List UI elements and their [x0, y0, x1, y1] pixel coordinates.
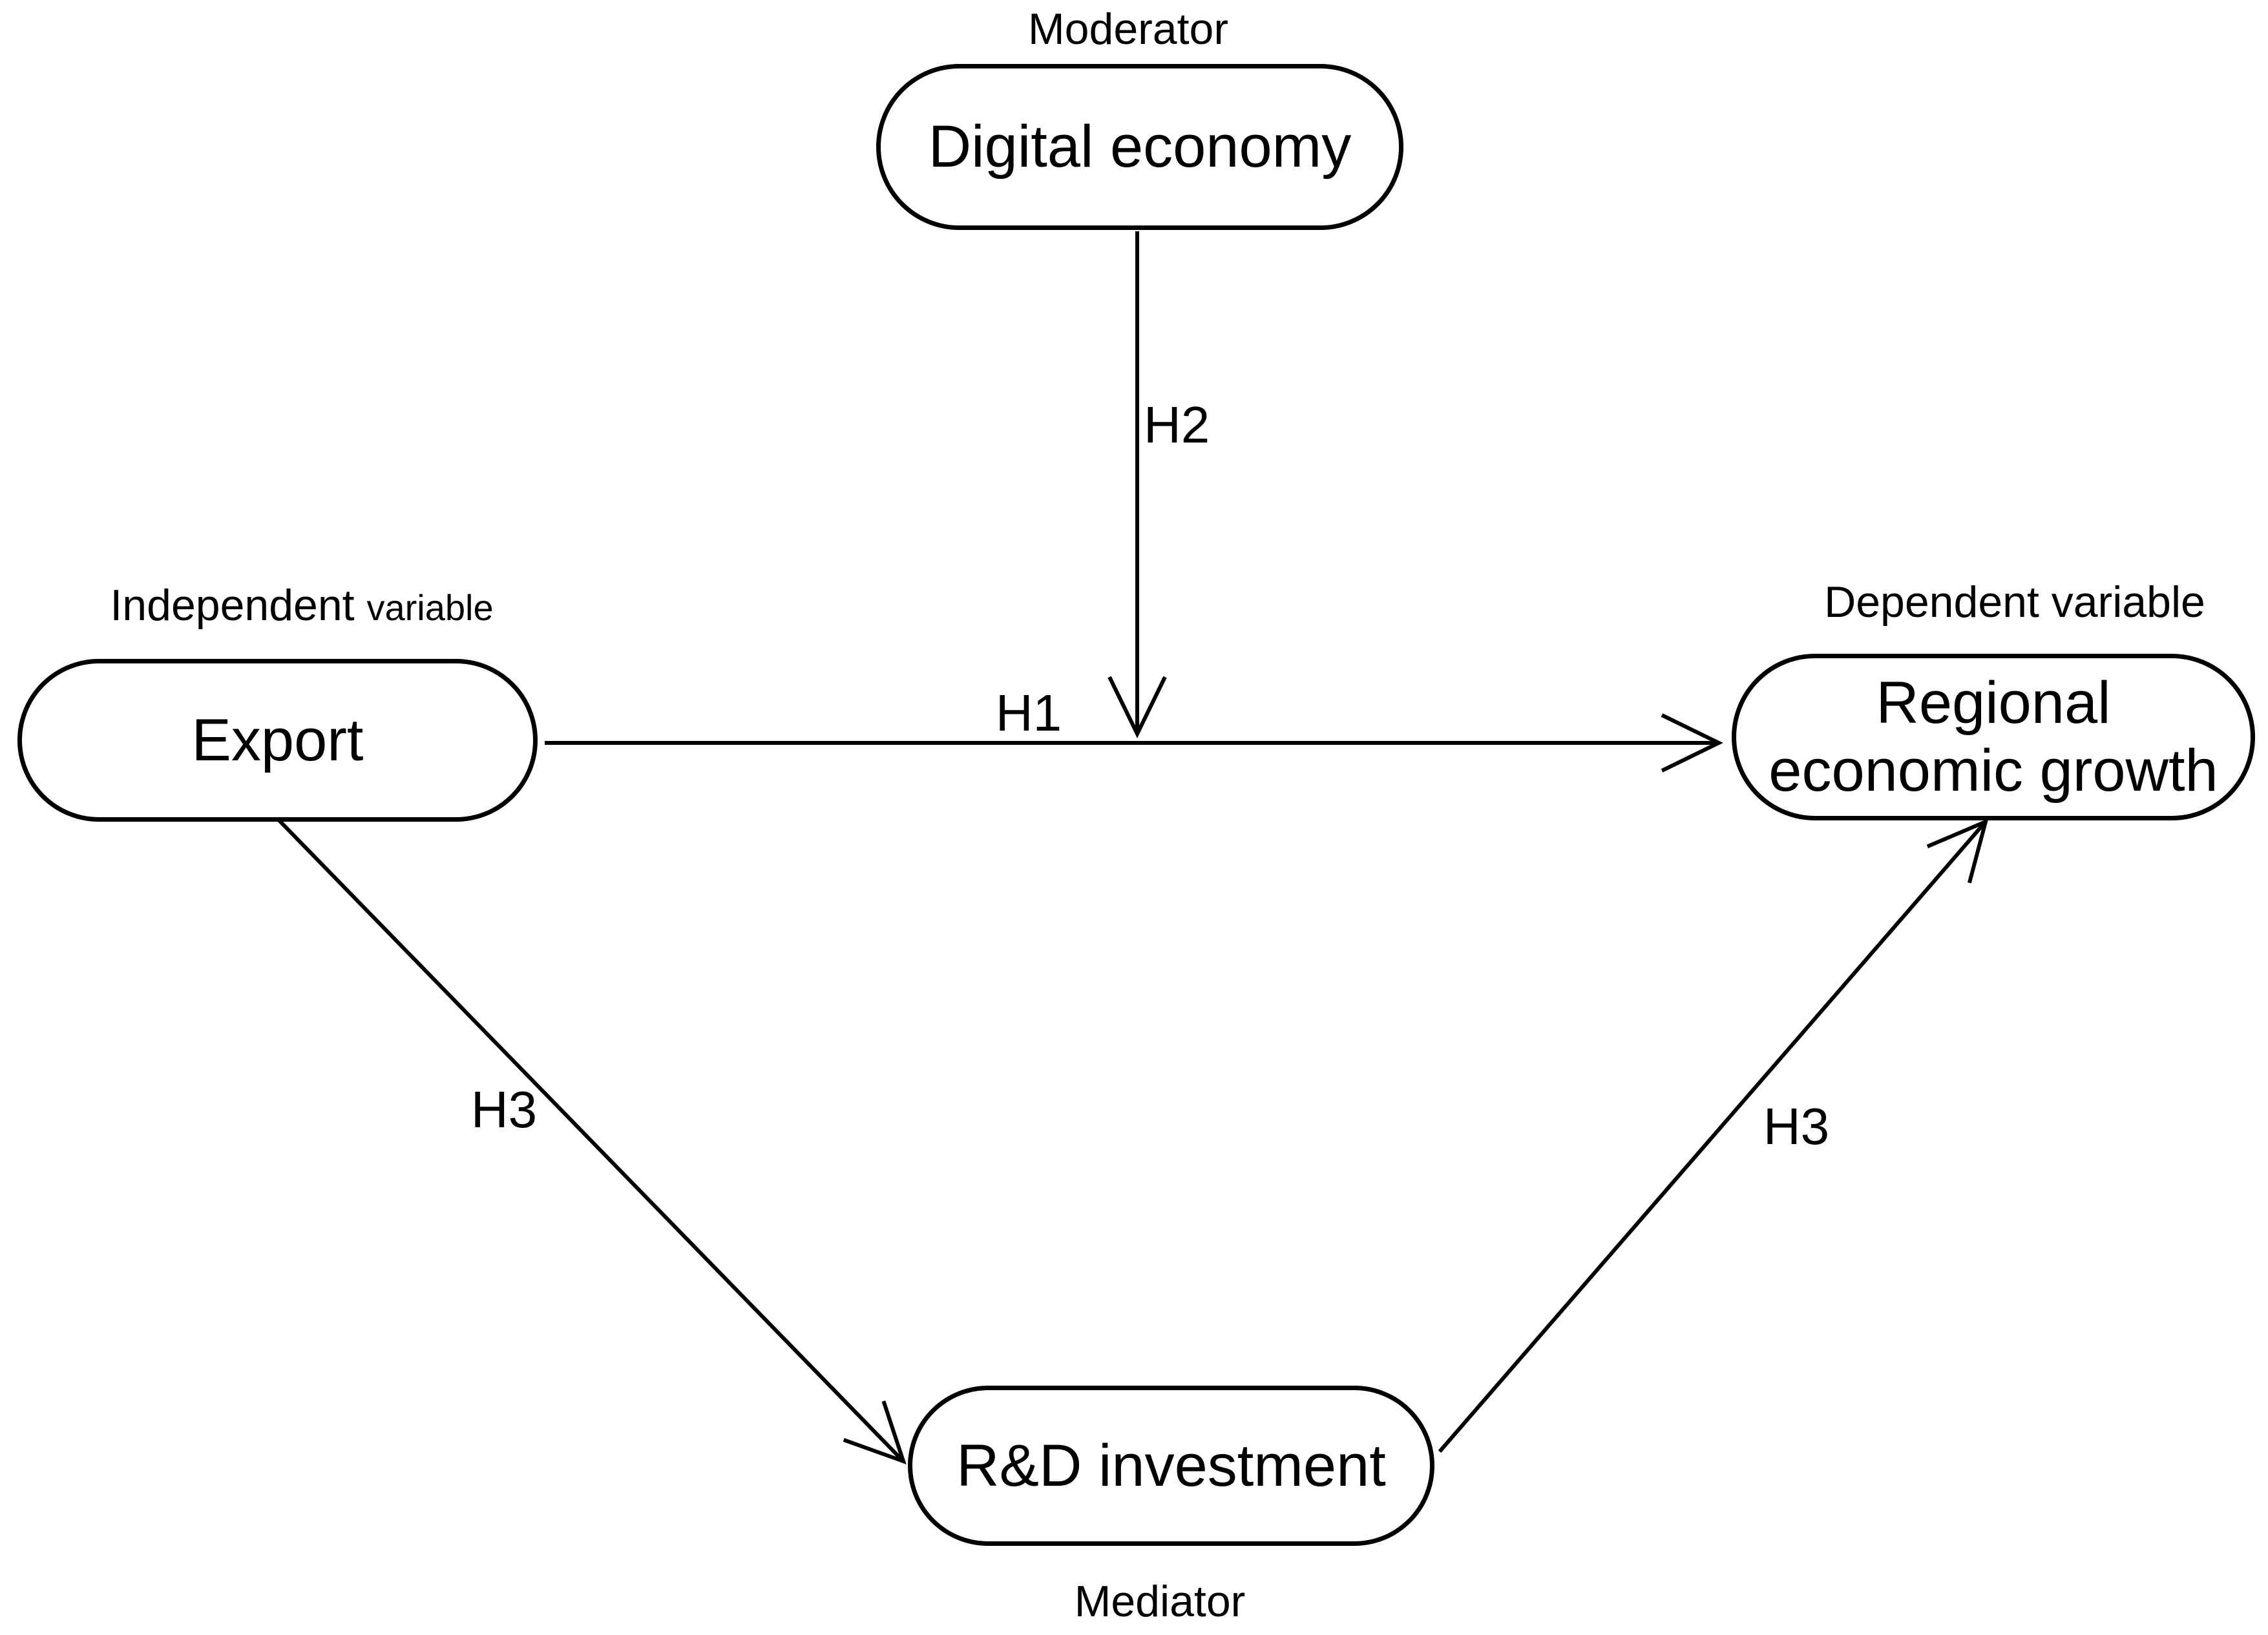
node-digital-economy: Digital economy [876, 64, 1403, 230]
mediator-tag: Mediator [1074, 1577, 1246, 1626]
h3-right-label: H3 [1763, 1098, 1830, 1155]
node-regional-label-line2: economic growth [1769, 738, 2218, 804]
independent-variable-tag-word1: Independent [110, 581, 355, 630]
node-export: Export [17, 659, 538, 822]
node-regional-economic-growth: Regional economic growth [1732, 654, 2255, 820]
node-digital-economy-label: Digital economy [928, 114, 1352, 180]
h2-label: H2 [1144, 396, 1210, 453]
independent-variable-tag: Independent variable [110, 580, 493, 630]
moderator-tag: Moderator [1028, 5, 1228, 54]
node-rnd-investment-label: R&D investment [956, 1432, 1386, 1499]
h3-arrow-export-to-rnd [277, 818, 907, 1464]
node-regional-label-line1: Regional [1876, 670, 2111, 736]
h3-arrow-rnd-to-regional [1438, 818, 1989, 1453]
independent-variable-tag-word2: variable [366, 587, 494, 628]
node-export-label: Export [191, 707, 364, 773]
node-rnd-investment: R&D investment [908, 1386, 1434, 1546]
h1-label: H1 [995, 684, 1062, 742]
dependent-variable-tag: Dependent variable [1824, 578, 2205, 627]
h3-left-label: H3 [470, 1081, 538, 1138]
